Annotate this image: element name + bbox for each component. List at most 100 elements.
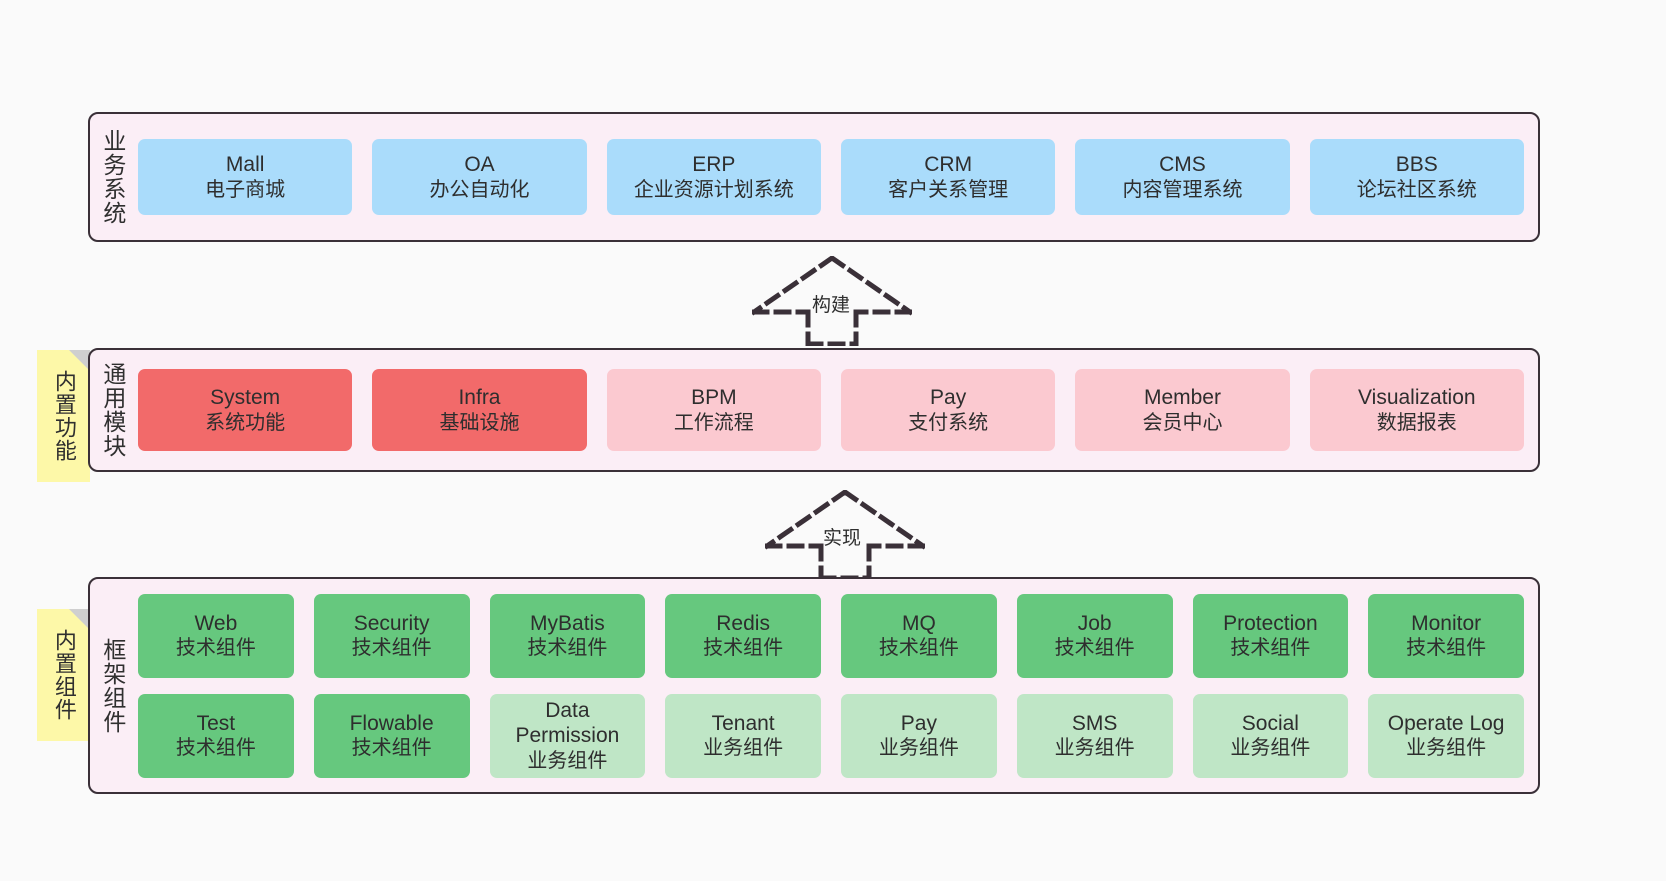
sticky-fold-icon <box>69 609 90 630</box>
node-title: Test <box>196 711 236 735</box>
node-sub: 系统功能 <box>205 411 286 434</box>
node-title: OA <box>464 153 495 176</box>
node-flowable[interactable]: Flowable 技术组件 <box>313 693 470 778</box>
node-title: Redis <box>716 611 770 635</box>
node-pay-module[interactable]: Pay 支付系统 <box>840 369 1056 451</box>
node-protection[interactable]: Protection 技术组件 <box>1192 593 1349 678</box>
node-title: Infra <box>458 386 501 409</box>
node-sub: 技术组件 <box>1054 637 1135 660</box>
node-title: Tenant <box>711 711 775 735</box>
node-sub: 工作流程 <box>673 411 754 434</box>
node-cms[interactable]: CMS 内容管理系统 <box>1075 139 1290 215</box>
framework-box-row-2: Test 技术组件 Flowable 技术组件 Data Permission … <box>138 693 1524 778</box>
node-title: Visualization <box>1358 386 1476 409</box>
node-pay-component[interactable]: Pay 业务组件 <box>841 693 997 778</box>
layer-body-business: Mall 电子商城 OA 办公自动化 ERP 企业资源计划系统 CRM 客户关系… <box>134 114 1538 240</box>
common-box-row: System 系统功能 Infra 基础设施 BPM 工作流程 Pay 支付系统… <box>138 369 1524 451</box>
node-sub: 技术组件 <box>1230 637 1311 660</box>
layer-panel-common[interactable]: 通用模块 System 系统功能 Infra 基础设施 BPM 工作流程 Pay… <box>88 348 1540 472</box>
node-title: BPM <box>691 386 737 409</box>
layer-title-common: 通用模块 <box>99 362 126 458</box>
sticky-note-builtin-functions[interactable]: 内置功能 <box>37 350 90 482</box>
node-bpm[interactable]: BPM 工作流程 <box>606 369 821 451</box>
node-social[interactable]: Social 业务组件 <box>1192 693 1349 778</box>
layer-title-business: 业务系统 <box>99 129 126 225</box>
node-sub: 数据报表 <box>1376 411 1457 434</box>
node-title: SMS <box>1071 711 1118 735</box>
node-sub: 技术组件 <box>175 637 256 660</box>
node-sub: 基础设施 <box>439 411 520 434</box>
node-sub: 业务组件 <box>703 737 784 760</box>
framework-box-row-1: Web 技术组件 Security 技术组件 MyBatis 技术组件 Redi… <box>138 593 1524 678</box>
node-job[interactable]: Job 技术组件 <box>1016 593 1173 678</box>
node-title: Social <box>1241 711 1299 735</box>
layer-body-common: System 系统功能 Infra 基础设施 BPM 工作流程 Pay 支付系统… <box>134 350 1538 470</box>
node-monitor[interactable]: Monitor 技术组件 <box>1368 593 1524 678</box>
node-title: Job <box>1077 611 1112 635</box>
layer-title-framework: 框架组件 <box>99 637 126 734</box>
node-erp[interactable]: ERP 企业资源计划系统 <box>606 139 821 215</box>
node-title: Protection <box>1223 611 1318 635</box>
node-title: CMS <box>1159 153 1206 176</box>
node-sub: 电子商城 <box>205 178 286 201</box>
sticky-note-label: 内置功能 <box>51 370 77 462</box>
sticky-fold-icon <box>69 350 90 371</box>
node-title: MQ <box>901 611 936 635</box>
node-title: System <box>210 386 281 409</box>
node-sub: 技术组件 <box>527 637 608 660</box>
node-mq[interactable]: MQ 技术组件 <box>841 593 997 678</box>
node-title: CRM <box>924 153 973 176</box>
node-sub: 支付系统 <box>908 411 989 434</box>
node-bbs[interactable]: BBS 论坛社区系统 <box>1309 139 1524 215</box>
node-web[interactable]: Web 技术组件 <box>138 593 294 678</box>
node-sub: 技术组件 <box>703 637 784 660</box>
node-title: Operate Log <box>1387 711 1505 735</box>
node-mybatis[interactable]: MyBatis 技术组件 <box>489 593 646 678</box>
node-title: Security <box>353 611 430 635</box>
node-operate-log[interactable]: Operate Log 业务组件 <box>1368 693 1524 778</box>
node-title: ERP <box>692 153 736 176</box>
node-title: Pay <box>900 711 937 735</box>
node-crm[interactable]: CRM 客户关系管理 <box>840 139 1056 215</box>
node-title: Data Permission <box>515 698 620 748</box>
node-sub: 技术组件 <box>175 737 256 760</box>
node-title: Web <box>194 611 238 635</box>
node-sub: 技术组件 <box>1406 637 1487 660</box>
node-sub: 内容管理系统 <box>1122 178 1243 201</box>
node-sub: 技术组件 <box>878 637 959 660</box>
layer-body-framework: Web 技术组件 Security 技术组件 MyBatis 技术组件 Redi… <box>134 579 1538 792</box>
sticky-note-label: 内置组件 <box>51 629 77 721</box>
node-sub: 办公自动化 <box>429 178 530 201</box>
layer-panel-framework[interactable]: 框架组件 Web 技术组件 Security 技术组件 MyBatis 技术组件… <box>88 577 1540 794</box>
node-mall[interactable]: Mall 电子商城 <box>138 139 353 215</box>
layer-panel-business[interactable]: 业务系统 Mall 电子商城 OA 办公自动化 ERP 企业资源计划系统 CRM… <box>88 112 1540 242</box>
sticky-note-builtin-components[interactable]: 内置组件 <box>37 609 90 741</box>
node-data-permission[interactable]: Data Permission 业务组件 <box>489 693 646 778</box>
node-member[interactable]: Member 会员中心 <box>1075 369 1290 451</box>
connector-impl-label: 实现 <box>823 528 862 549</box>
node-sub: 业务组件 <box>1054 737 1135 760</box>
node-visualization[interactable]: Visualization 数据报表 <box>1309 369 1524 451</box>
node-tenant[interactable]: Tenant 业务组件 <box>665 693 821 778</box>
node-sms[interactable]: SMS 业务组件 <box>1016 693 1173 778</box>
node-redis[interactable]: Redis 技术组件 <box>665 593 821 678</box>
node-title: Mall <box>225 153 265 176</box>
node-sub: 技术组件 <box>351 637 432 660</box>
node-test[interactable]: Test 技术组件 <box>138 693 294 778</box>
node-infra[interactable]: Infra 基础设施 <box>372 369 587 451</box>
node-oa[interactable]: OA 办公自动化 <box>372 139 587 215</box>
node-security[interactable]: Security 技术组件 <box>313 593 470 678</box>
node-sub: 客户关系管理 <box>888 178 1009 201</box>
node-sub: 论坛社区系统 <box>1356 178 1477 201</box>
node-sub: 业务组件 <box>1406 737 1487 760</box>
node-sub: 企业资源计划系统 <box>633 178 794 201</box>
connector-build-label: 构建 <box>812 295 851 316</box>
node-title: Monitor <box>1411 611 1482 635</box>
business-box-row: Mall 电子商城 OA 办公自动化 ERP 企业资源计划系统 CRM 客户关系… <box>138 139 1524 215</box>
node-sub: 技术组件 <box>351 737 432 760</box>
node-system[interactable]: System 系统功能 <box>138 369 353 451</box>
node-title: Flowable <box>349 711 434 735</box>
node-sub: 会员中心 <box>1142 411 1223 434</box>
node-title: MyBatis <box>530 611 605 635</box>
